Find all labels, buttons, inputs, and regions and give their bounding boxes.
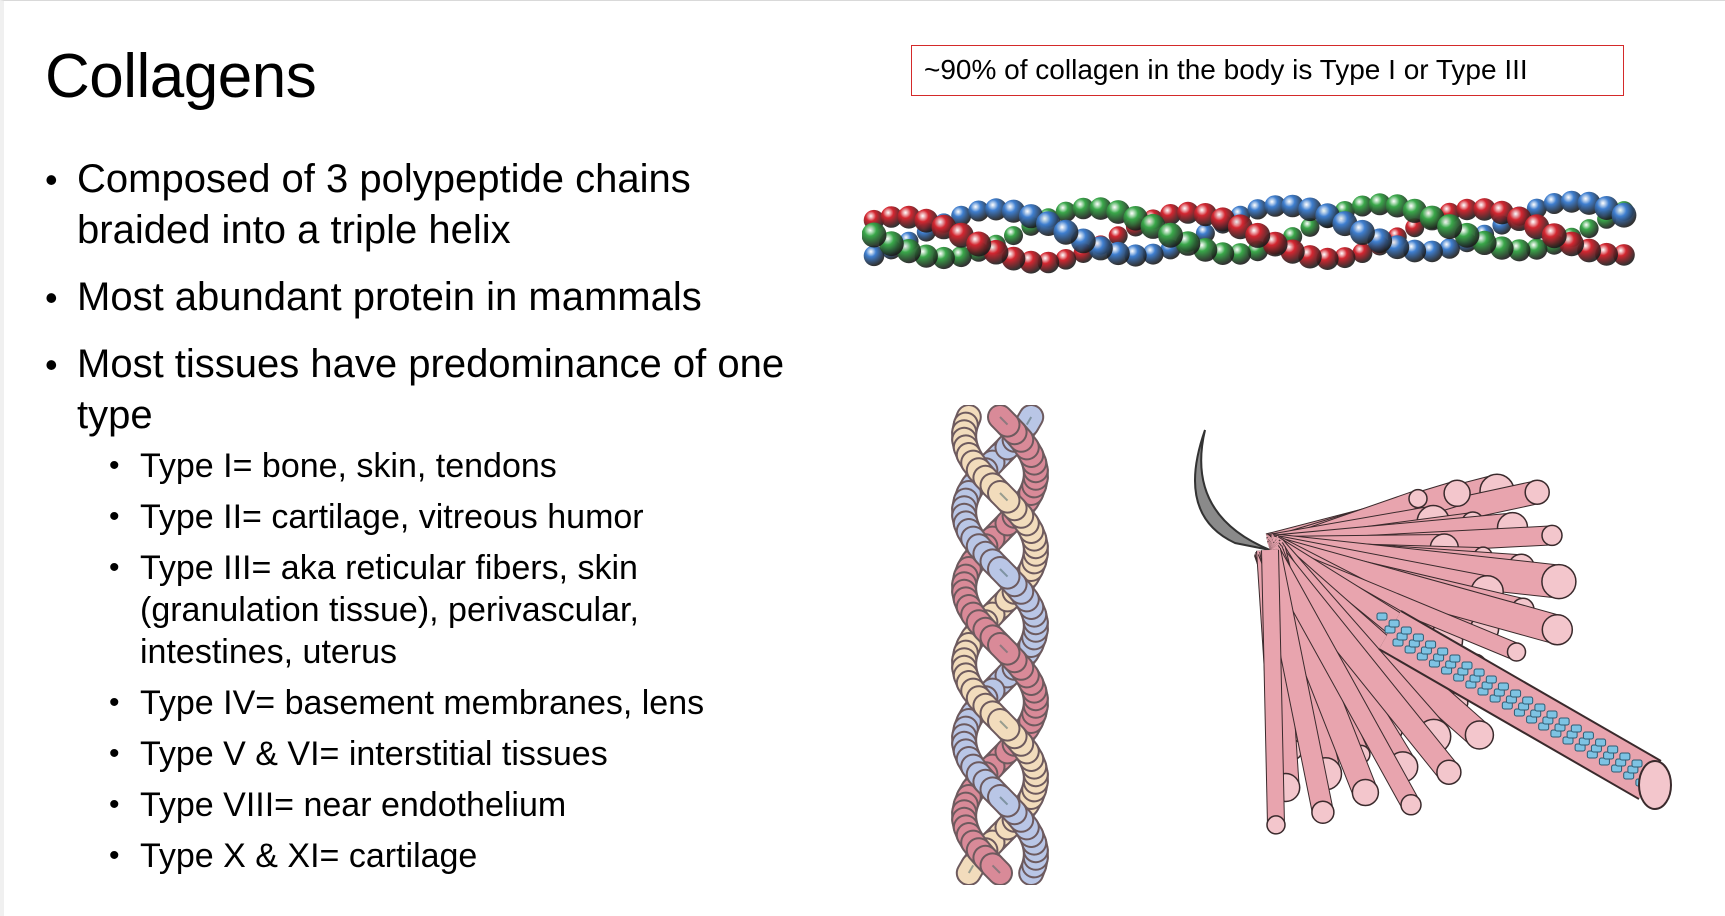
sub-bullet-item: Type III= aka reticular fibers, skin (gr… [109, 547, 740, 673]
sub-bullet-list: Type I= bone, skin, tendons Type II= car… [109, 445, 815, 877]
bullet-text: Composed of 3 polypeptide chains braided… [77, 157, 691, 252]
slide-title: Collagens [45, 42, 317, 111]
bullet-text: Most abundant protein in mammals [77, 275, 702, 319]
bullet-text: Most tissues have predominance of one ty… [77, 342, 785, 437]
sub-bullet-item: Type VIII= near endothelium [109, 784, 740, 826]
callout-box: ~90% of collagen in the body is Type I o… [911, 45, 1624, 96]
sub-bullet-item: Type V & VI= interstitial tissues [109, 733, 740, 775]
bullet-list: Composed of 3 polypeptide chains braided… [45, 154, 815, 893]
sub-bullet-item: Type X & XI= cartilage [109, 835, 740, 877]
sub-bullet-item: Type IV= basement membranes, lens [109, 682, 740, 724]
bullet-item: Composed of 3 polypeptide chains braided… [45, 154, 815, 256]
sub-bullet-item: Type II= cartilage, vitreous humor [109, 496, 740, 538]
collagen-fiber-bundle-illustration-icon [1175, 425, 1695, 865]
sub-bullet-item: Type I= bone, skin, tendons [109, 445, 740, 487]
bullet-item: Most abundant protein in mammals [45, 272, 815, 323]
bullet-item: Most tissues have predominance of one ty… [45, 339, 815, 877]
braided-strands-illustration-icon [930, 405, 1070, 885]
triple-helix-ball-model-icon [862, 160, 1642, 310]
